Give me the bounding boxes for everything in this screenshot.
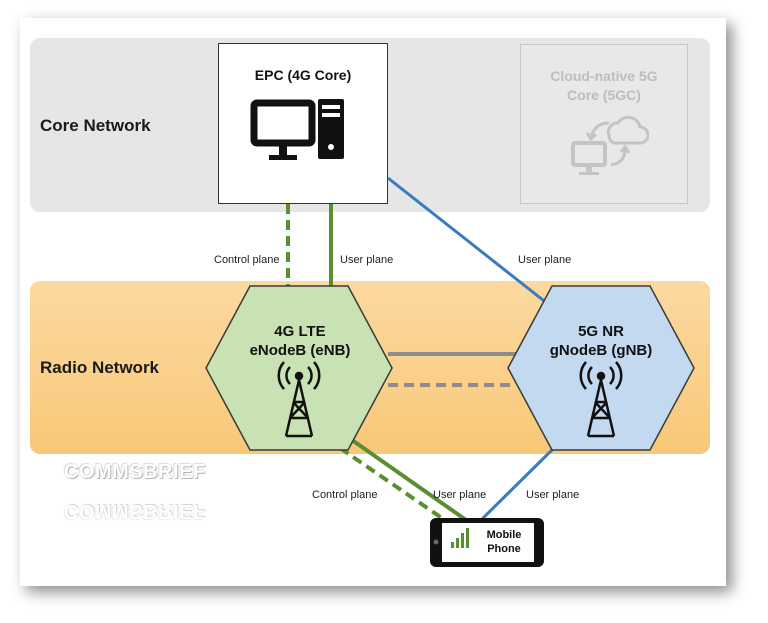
- phone-label: Mobile Phone: [476, 528, 532, 556]
- enodeb-hexagon: [205, 285, 393, 451]
- epc-enb-control-label: Control plane: [214, 254, 280, 266]
- epc-box: EPC (4G Core): [218, 43, 388, 204]
- gnb-line2: gNodeB (gNB): [549, 342, 653, 359]
- gnb-line1: 5G NR: [578, 323, 624, 340]
- phone-line2: Phone: [487, 543, 521, 555]
- watermark-reflection: COMMSBRIEF: [64, 500, 206, 522]
- cloud-computer-icon: [571, 115, 650, 175]
- enb-label: 4G LTE eNodeB (eNB): [230, 322, 370, 360]
- core-5gc-box: Cloud-native 5G Core (5GC): [520, 44, 688, 204]
- gnb-tower-icon: [579, 361, 623, 438]
- core-5gc-title-line2: Core (5GC): [567, 87, 641, 103]
- computer-icon: [250, 99, 344, 160]
- mobile-phone-icon: [430, 518, 544, 567]
- phone-line1: Mobile: [486, 529, 522, 541]
- epc-gnb-user-label: User plane: [518, 254, 572, 266]
- enb-phone-control-link: [338, 446, 454, 527]
- radio-network-label: Radio Network: [40, 358, 160, 377]
- watermark-logo: COMMSBRIEF: [64, 461, 206, 483]
- enb-tower-icon: [277, 361, 321, 438]
- enb-phone-control-label: Control plane: [312, 489, 378, 501]
- gnb-phone-user-link: [474, 444, 558, 527]
- epc-title: EPC (4G Core): [254, 67, 352, 83]
- epc-enb-user-label: User plane: [340, 254, 394, 266]
- enb-line1: 4G LTE: [274, 323, 326, 340]
- gnodeb-hexagon: [507, 285, 695, 451]
- core-5gc-title-line1: Cloud-native 5G: [550, 68, 658, 84]
- epc-gnb-user-link: [387, 176, 549, 306]
- gnb-label: 5G NR gNodeB (gNB): [531, 322, 671, 360]
- enb-phone-user-label: User plane: [433, 489, 487, 501]
- core-network-label: Core Network: [40, 116, 151, 135]
- enb-line2: eNodeB (eNB): [249, 342, 351, 359]
- gnb-phone-user-label: User plane: [526, 489, 580, 501]
- enb-phone-user-link: [350, 438, 468, 522]
